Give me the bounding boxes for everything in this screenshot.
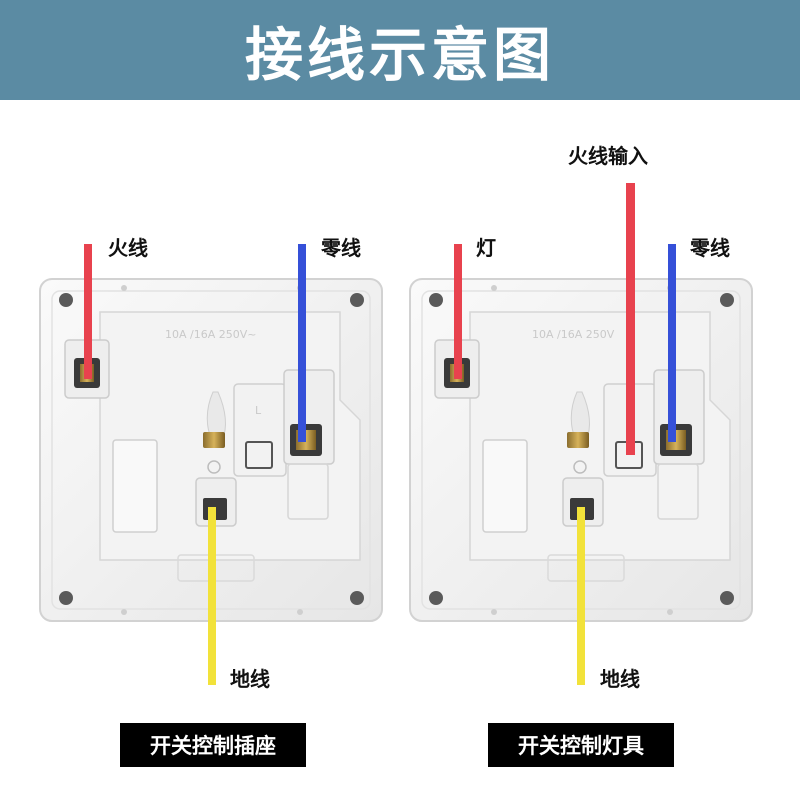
right-live-input-label: 火线输入 <box>568 144 648 168</box>
right-neutral-wire <box>668 244 676 442</box>
mounting-hole <box>350 293 364 307</box>
mounting-hole <box>350 591 364 605</box>
mounting-hole <box>59 293 73 307</box>
right-lamp-wire <box>454 244 462 379</box>
left-live-wire <box>84 244 92 379</box>
left-neutral-wire <box>298 244 306 442</box>
right-earth-label: 地线 <box>600 667 640 691</box>
right-switch-plate: 10A /16A 250V L <box>409 278 753 622</box>
left-live-label: 火线 <box>108 236 148 260</box>
right-lamp-label: 灯 <box>476 236 496 260</box>
terminal-l-label: L <box>255 404 262 417</box>
page-title: 接线示意图 <box>244 21 555 89</box>
left-caption: 开关控制插座 <box>120 723 306 767</box>
left-earth-wire <box>208 507 216 685</box>
mounting-hole <box>429 591 443 605</box>
mounting-hole <box>59 591 73 605</box>
left-switch-plate: 10A /16A 250V~ L <box>39 278 383 622</box>
mounting-hole <box>720 591 734 605</box>
rating-text: 10A /16A 250V <box>532 328 615 341</box>
right-neutral-label: 零线 <box>689 236 730 260</box>
rating-text: 10A /16A 250V~ <box>165 328 256 341</box>
right-caption: 开关控制灯具 <box>488 723 674 767</box>
title-banner: 接线示意图 <box>0 0 800 100</box>
left-earth-label: 地线 <box>230 667 270 691</box>
left-neutral-label: 零线 <box>320 236 361 260</box>
mounting-hole <box>720 293 734 307</box>
mounting-hole <box>429 293 443 307</box>
right-live-input-wire <box>626 183 635 455</box>
right-earth-wire <box>577 507 585 685</box>
